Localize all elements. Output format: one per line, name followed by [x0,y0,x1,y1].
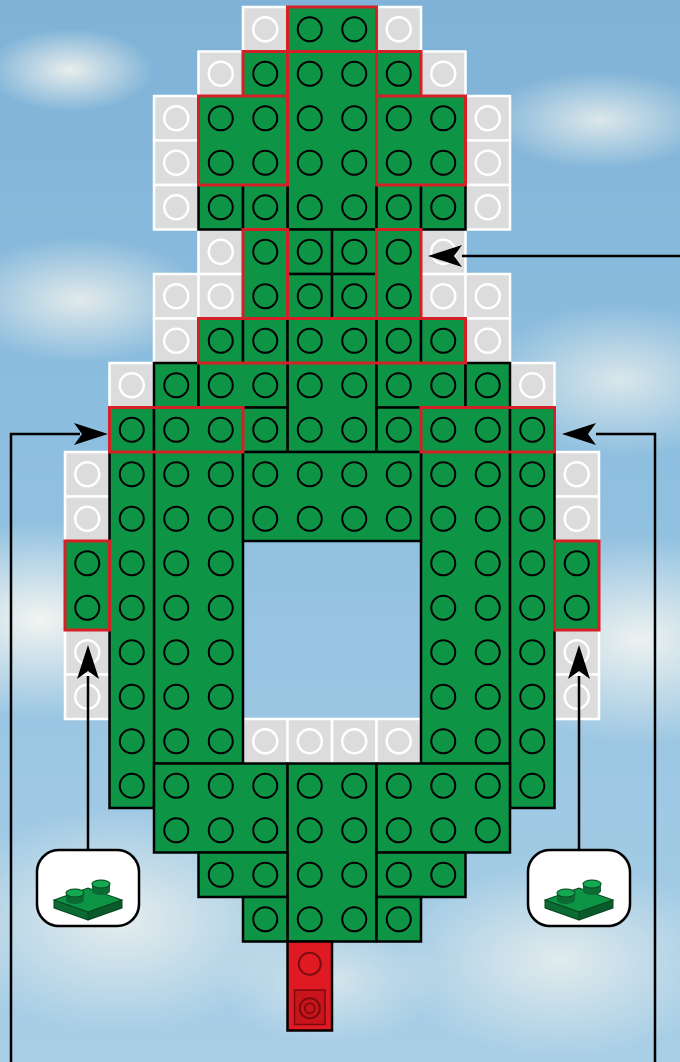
white-plate [332,719,377,764]
green-plate [243,897,288,942]
white-plate [110,363,155,408]
white-plate [288,719,333,764]
green-plate [199,319,244,364]
green-plate [199,96,288,185]
green-plate [377,764,511,853]
green-plate [466,363,511,408]
right-pointer-arrowhead [562,423,596,445]
white-plate [555,452,600,497]
green-plate [377,52,422,97]
green-plate [288,230,333,275]
white-plate [154,141,199,186]
white-plate [555,675,600,720]
white-plate [65,452,110,497]
white-plate [466,96,511,141]
green-plate [377,230,422,319]
green-plate [243,319,288,364]
white-plate [154,96,199,141]
green-plates [65,7,599,942]
green-plate [377,897,422,942]
white-plate [65,497,110,542]
white-plate [377,719,422,764]
white-plate [199,230,244,275]
green-plate [332,274,377,319]
red-jumper-tile [288,942,333,1031]
white-plate [555,497,600,542]
green-plate [288,274,333,319]
green-plate [377,96,466,185]
green-plate [377,408,422,453]
white-plate [377,7,422,52]
green-plate [288,764,377,942]
green-plate [110,408,155,453]
white-plate [154,274,199,319]
green-plate [421,185,466,230]
green-plate [421,319,466,364]
green-plate [288,7,377,52]
white-plate [466,185,511,230]
white-plate [510,363,555,408]
green-plate [243,408,288,453]
green-plate [288,319,377,453]
green-plate [332,230,377,275]
green-plate [243,185,288,230]
green-plate [421,408,510,764]
green-plate [377,319,422,364]
white-plate [199,274,244,319]
green-plate [154,408,243,764]
green-plate [243,52,288,97]
green-plate [199,185,244,230]
green-plate [510,452,555,808]
white-plate [466,319,511,364]
white-plate [154,319,199,364]
green-plate [377,363,466,408]
right-pointer [596,434,655,1062]
white-plate [243,719,288,764]
green-plate [243,452,421,541]
left-callout [37,850,139,926]
white-plate [466,274,511,319]
green-plate [510,408,555,453]
green-plate [65,541,110,630]
green-plate [243,230,288,319]
green-plate [154,363,199,408]
green-plate [154,764,288,853]
green-plate [555,541,600,630]
green-plate [110,452,155,808]
white-plate [243,7,288,52]
green-plate [377,853,466,898]
green-plate [377,185,422,230]
green-plate [199,853,288,898]
green-plate [288,52,377,230]
white-plate [421,52,466,97]
green-plate [199,363,288,408]
white-plate [421,274,466,319]
white-plate [466,141,511,186]
white-plate [154,185,199,230]
white-plate [199,52,244,97]
right-callout [528,850,630,926]
